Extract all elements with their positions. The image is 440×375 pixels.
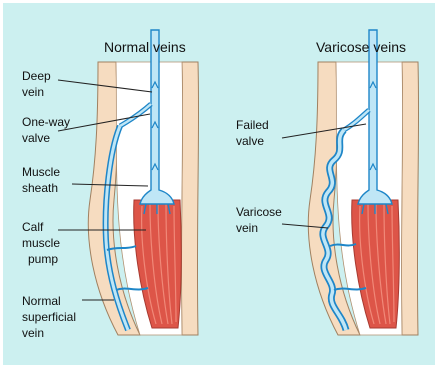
label-varicose-vein-line1: Varicose <box>236 205 282 219</box>
normal-leg <box>88 30 198 335</box>
label-normal-superficial-vein-line3: vein <box>22 326 44 340</box>
normal-leg-right-skin <box>181 62 198 335</box>
label-calf-muscle-pump-line2: muscle <box>22 236 60 250</box>
label-calf-muscle-pump-line1: Calf <box>22 220 44 234</box>
label-failed-valve-line1: Failed <box>236 118 269 132</box>
label-failed-valve-line2: valve <box>236 134 264 148</box>
label-one-way-valve-line2: valve <box>22 131 50 145</box>
varicose-leg-right-skin <box>401 62 418 335</box>
label-one-way-valve-line1: One-way <box>22 115 70 129</box>
varicose-leg <box>308 30 418 335</box>
label-deep-vein-line1: Deep <box>22 69 51 83</box>
label-normal-superficial-vein-line2: superficial <box>22 310 76 324</box>
normal-veins-title: Normal veins <box>104 39 186 55</box>
label-deep-vein-line2: vein <box>22 85 44 99</box>
label-muscle-sheath-line1: Muscle <box>22 165 60 179</box>
label-normal-superficial-vein-line1: Normal <box>22 294 61 308</box>
label-varicose-vein-line2: vein <box>236 221 258 235</box>
label-muscle-sheath-line2: sheath <box>22 181 58 195</box>
varicose-veins-title: Varicose veins <box>316 39 406 55</box>
label-calf-muscle-pump-line3: pump <box>28 252 58 266</box>
